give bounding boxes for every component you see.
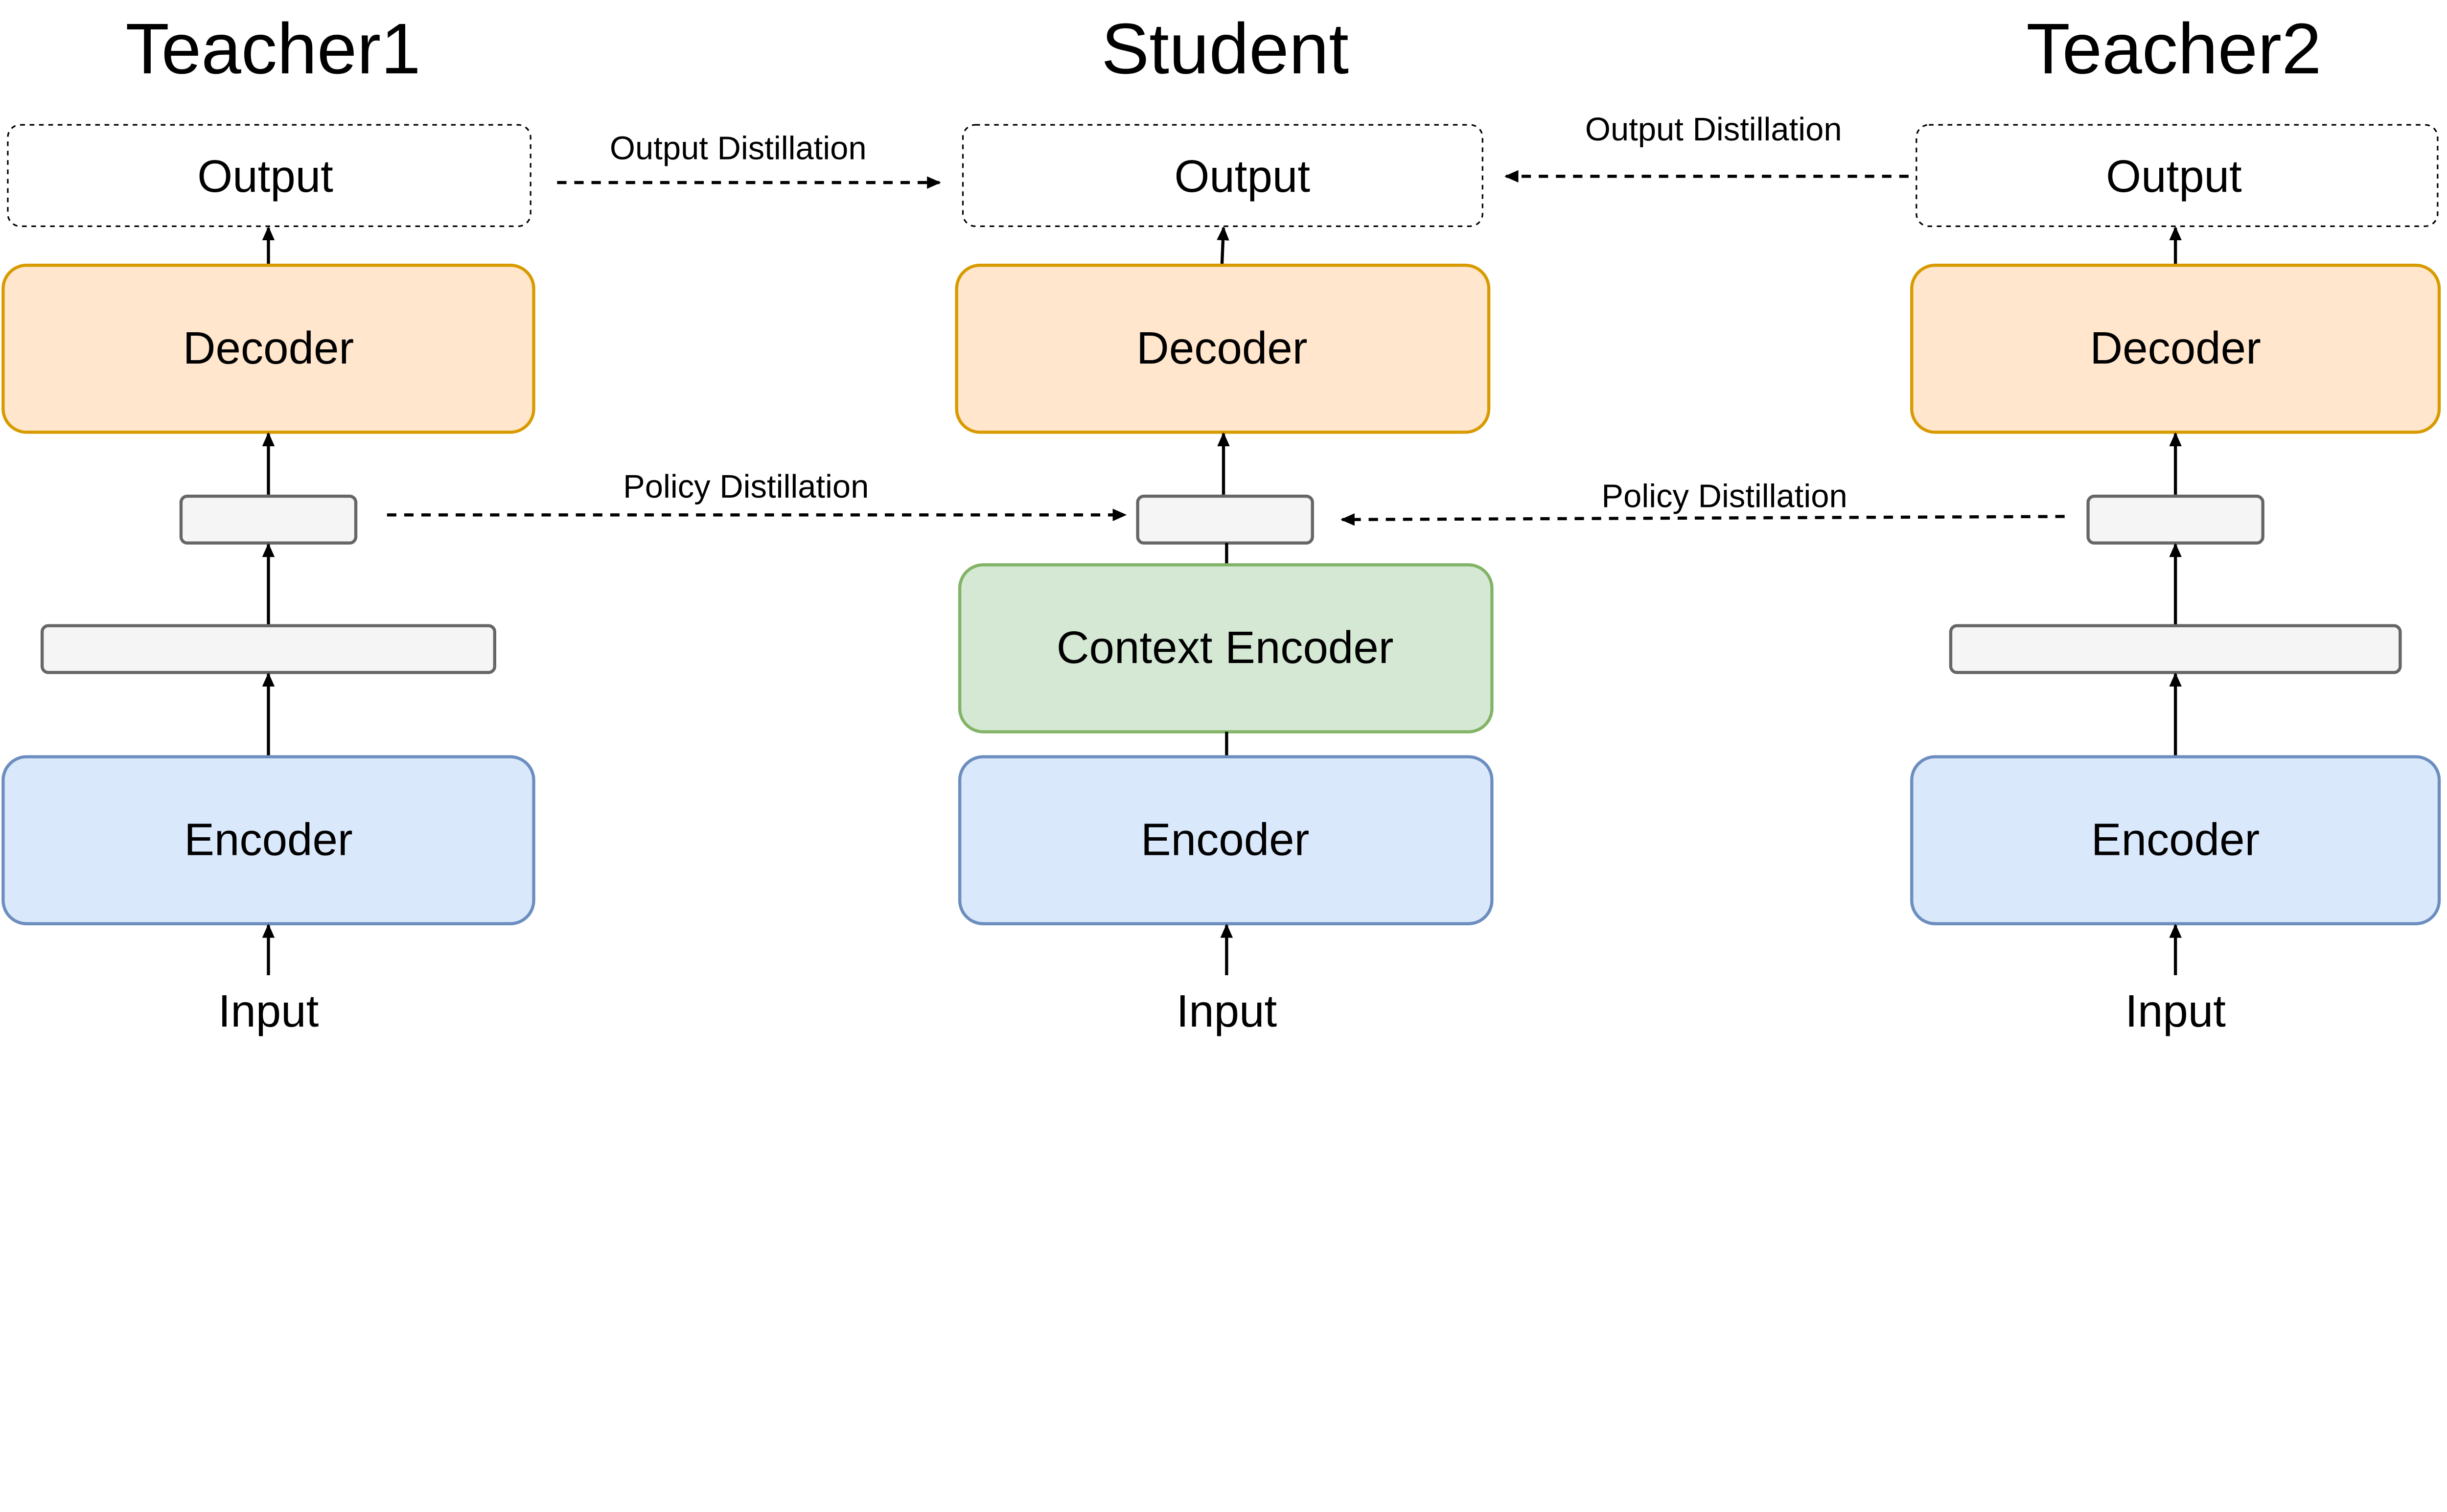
teacher2-decoder-label: Decoder xyxy=(2090,322,2261,373)
output-distillation-left-label: Output Distillation xyxy=(610,130,867,166)
output-distillation-right-label: Output Distillation xyxy=(1585,111,1842,148)
policy-distillation-left-label: Policy Distillation xyxy=(623,468,869,505)
distillation-edges: Output Distillation Output Distillation … xyxy=(387,111,2065,526)
student-input-label: Input xyxy=(1177,985,1277,1036)
teacher2-decoder-box xyxy=(1910,263,2441,434)
student-context-encoder-label: Context Encoder xyxy=(1057,622,1394,673)
teacher2-output-label: Output xyxy=(2106,151,2242,202)
teacher1-column: Teacher1 Output Decoder Encoder Input xyxy=(1,9,535,1036)
student-encoder-label: Encoder xyxy=(1141,814,1309,865)
student-decoder-label: Decoder xyxy=(1136,322,1308,373)
teacher1-feature xyxy=(40,624,497,674)
policy-distillation-right-label: Policy Distillation xyxy=(1601,478,1847,514)
arrow xyxy=(1217,226,1229,266)
student-output-box xyxy=(962,124,1483,227)
student-policy-feature xyxy=(1136,494,1314,545)
distillation-diagram: Teacher1 Output Decoder Encoder Input St… xyxy=(1,9,2441,1036)
teacher2-title: Teacher2 xyxy=(2026,9,2321,89)
teacher2-column: Teacher2 Output Decoder Encoder Input xyxy=(1910,9,2441,1036)
teacher1-decoder-label: Decoder xyxy=(183,322,354,373)
teacher1-encoder-label: Encoder xyxy=(184,814,352,865)
policy-distillation-right-arrow xyxy=(1340,513,2065,526)
teacher1-decoder-box xyxy=(1,263,535,434)
student-column: Student Output Decoder Context Encoder E… xyxy=(955,9,1494,1036)
teacher2-encoder-label: Encoder xyxy=(2091,814,2260,865)
student-title: Student xyxy=(1101,9,1349,89)
student-output-label: Output xyxy=(1174,151,1310,202)
teacher2-input-label: Input xyxy=(2125,985,2226,1036)
teacher1-output-label: Output xyxy=(197,151,333,202)
teacher1-title: Teacher1 xyxy=(125,9,420,89)
teacher1-input-label: Input xyxy=(218,985,319,1036)
teacher2-output-box xyxy=(1916,124,2439,227)
teacher2-feature xyxy=(1949,624,2402,674)
student-decoder-box xyxy=(955,263,1491,434)
teacher1-policy-feature xyxy=(179,494,358,545)
teacher2-policy-feature xyxy=(2086,494,2264,545)
